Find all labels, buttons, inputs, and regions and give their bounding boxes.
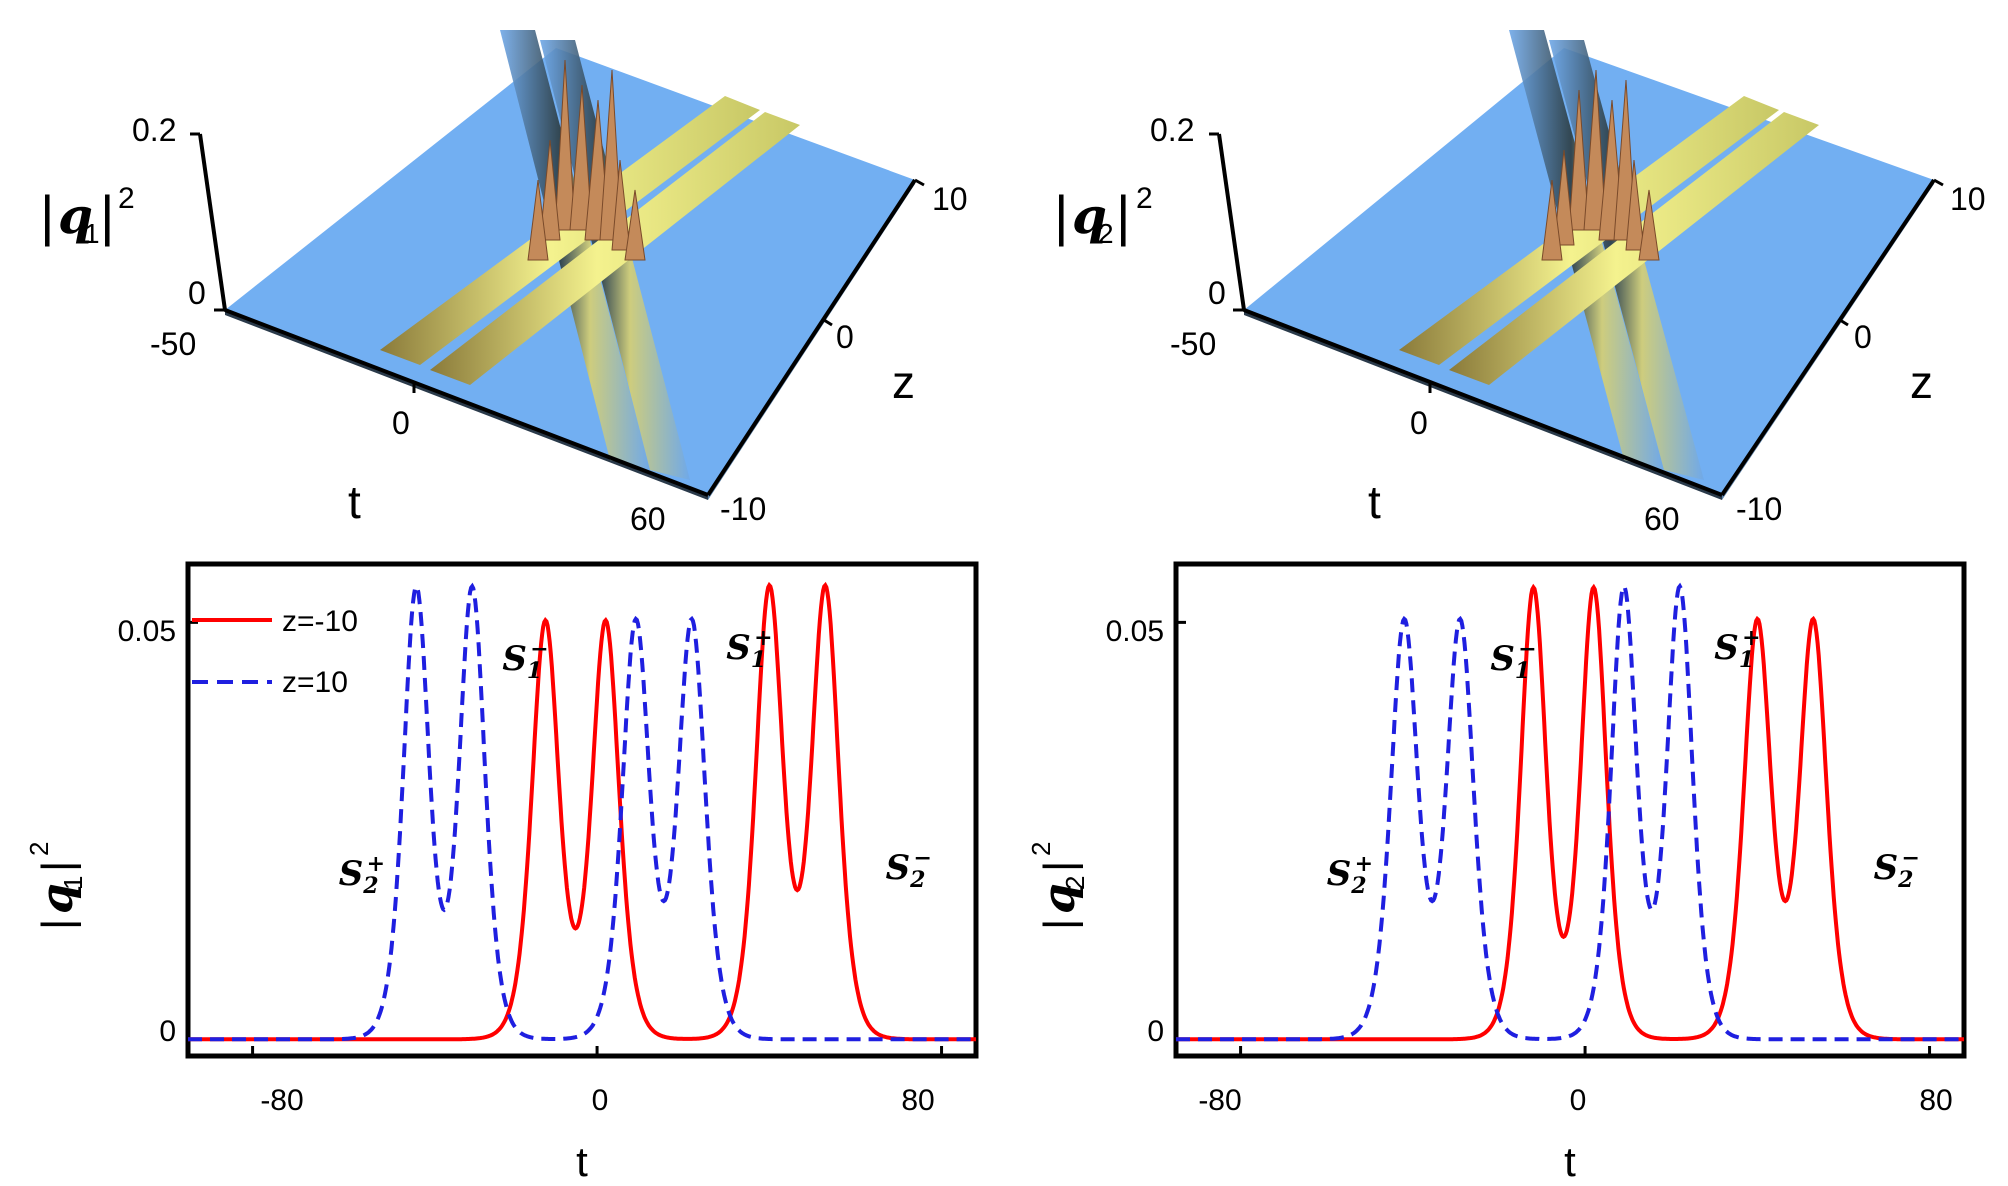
z-axis-label: | q 1 | 2 xyxy=(40,182,135,249)
y-axis-label-sup: 2 xyxy=(1026,842,1056,856)
x-axis-label: t xyxy=(576,1138,588,1185)
plot-frame xyxy=(1173,561,1967,1059)
surface-axes xyxy=(1217,133,1936,497)
soliton-annotation: S1− xyxy=(1490,636,1536,684)
soliton-annotation: S1− xyxy=(502,636,548,684)
soliton-annotation: S1+ xyxy=(1714,625,1760,673)
z-axis-label-sup: 2 xyxy=(1136,182,1153,215)
zz-tick-label-middle: 0 xyxy=(1854,319,1872,355)
annotation-layer: S2+ S1− S1+ S2− xyxy=(1327,625,1920,899)
svg-text:|: | xyxy=(33,861,82,872)
svg-text:|: | xyxy=(40,184,55,247)
y-axis-label: | q 2 | 2 xyxy=(1026,842,1090,930)
zz-tick-label-bottom: -10 xyxy=(1736,491,1782,527)
z-axis-label-sub: 1 xyxy=(84,218,100,249)
dark-soliton-stripe-1 xyxy=(500,30,650,470)
t-tick-label-middle: 0 xyxy=(1410,405,1428,441)
y-axis-label-base: q xyxy=(32,883,83,914)
series-layer xyxy=(188,581,976,1056)
svg-text:|: | xyxy=(1035,919,1084,930)
x-tick-label-left: -80 xyxy=(1198,1084,1241,1117)
y-axis-label-sup: 2 xyxy=(24,842,54,856)
z-axis-label-base: q xyxy=(1072,186,1107,245)
x-tick-label-left: -80 xyxy=(260,1084,303,1117)
t-tick-label-right: 60 xyxy=(1644,501,1680,537)
annotation-layer: S2+ S1− S1+ S2− xyxy=(339,625,932,899)
series-line-blue xyxy=(188,582,976,1042)
x-tick-label-right: 80 xyxy=(901,1084,934,1117)
svg-text:|: | xyxy=(1035,861,1084,872)
zz-tick-label-top: 10 xyxy=(932,181,968,217)
zz-axis-label: z xyxy=(892,356,915,408)
z-axis-label-sup: 2 xyxy=(118,182,135,215)
z-axis-label-base: q xyxy=(58,186,93,245)
t-tick-label-right: 60 xyxy=(630,501,666,537)
t-tick-label-left: -50 xyxy=(150,326,196,362)
t-tick-label-middle: 0 xyxy=(392,405,410,441)
y-tick-label-top: 0.05 xyxy=(118,615,176,648)
zz-tick-label-top: 10 xyxy=(1950,181,1986,217)
line-plot-q1: S2+S1−S1+S2− z=-10 z=10 -80 0 80 0.05 0 … xyxy=(24,561,979,1185)
legend: z=-10 z=10 xyxy=(192,605,358,699)
z-axis-label-sub: 2 xyxy=(1098,218,1114,249)
series-line-red xyxy=(188,581,976,1042)
interaction-spikes xyxy=(1541,69,1660,261)
series-line-red xyxy=(1176,583,1964,1042)
t-tick-label-left: -50 xyxy=(1170,326,1216,362)
soliton-annotation: S2− xyxy=(1874,845,1920,893)
svg-text:|: | xyxy=(1054,184,1069,247)
y-tick-label-top: 0.05 xyxy=(1106,615,1164,648)
zz-tick-label-middle: 0 xyxy=(836,319,854,355)
soliton-annotation: S1+ xyxy=(726,625,772,673)
y-axis-label: | q 1 | 2 xyxy=(24,842,88,930)
y-tick-label-bottom: 0 xyxy=(159,1015,176,1048)
z-axis-label: | q 2 | 2 xyxy=(1054,182,1153,249)
surface-tick-marks xyxy=(190,132,925,393)
surface-axes xyxy=(198,133,917,497)
line-plot-q2: S2+ S1− S1+ S2− -80 0 80 0.05 0 t | q 2 | 2 xyxy=(1026,561,1967,1185)
soliton-annotation: S2+ xyxy=(339,851,385,899)
z-tick-label-bottom: 0 xyxy=(1208,275,1226,311)
svg-text:|: | xyxy=(1116,184,1131,247)
legend-label-blue: z=10 xyxy=(282,666,348,699)
series-line-blue xyxy=(1176,582,1964,1042)
y-axis-label-base: q xyxy=(1034,883,1085,914)
z-tick-label-top: 0.2 xyxy=(132,112,176,148)
y-tick-label-bottom: 0 xyxy=(1147,1015,1164,1048)
soliton-annotation: S2− xyxy=(886,845,932,893)
y-axis-label-sub: 1 xyxy=(58,876,88,890)
t-axis-label: t xyxy=(1368,476,1381,528)
surface-tick-marks xyxy=(1209,132,1944,393)
svg-text:|: | xyxy=(33,919,82,930)
x-tick-label-middle: 0 xyxy=(1570,1084,1587,1117)
zz-tick-label-bottom: -10 xyxy=(720,491,766,527)
t-axis-label: t xyxy=(348,476,361,528)
surface-plot-q1: 0.2 0 | q 1 | 2 -50 0 60 t 10 0 -10 z xyxy=(40,30,968,537)
zz-axis-label: z xyxy=(1910,356,1933,408)
y-axis-label-sub: 2 xyxy=(1060,876,1090,890)
z-tick-label-bottom: 0 xyxy=(188,275,206,311)
legend-label-red: z=-10 xyxy=(282,605,358,638)
plot-frame xyxy=(185,561,979,1059)
svg-text:|: | xyxy=(100,184,115,247)
x-tick-label-middle: 0 xyxy=(592,1084,609,1117)
x-axis-label: t xyxy=(1564,1138,1576,1185)
x-tick-label-right: 80 xyxy=(1919,1084,1952,1117)
soliton-annotation: S2+ xyxy=(1327,851,1373,899)
surface-plot-q2: 0.2 0 | q 2 | 2 -50 0 60 t 10 0 -10 z xyxy=(1054,30,1986,537)
interaction-spikes xyxy=(527,59,646,261)
z-tick-label-top: 0.2 xyxy=(1150,112,1194,148)
series-layer xyxy=(1176,582,1964,1056)
